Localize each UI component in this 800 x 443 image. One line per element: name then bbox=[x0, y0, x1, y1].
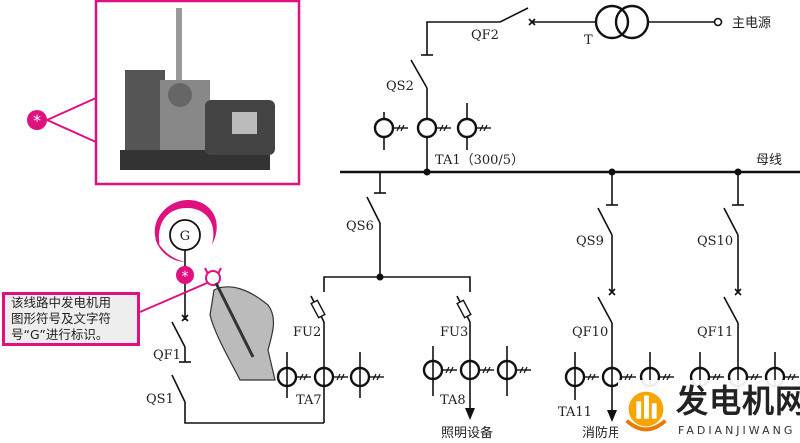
generator-label: G bbox=[180, 229, 190, 244]
qs2-label: QS2 bbox=[386, 79, 414, 94]
qs9-switch bbox=[597, 207, 613, 236]
t-label: T bbox=[584, 33, 593, 48]
current-transformer-symbol bbox=[459, 359, 494, 381]
qf11-label: QF11 bbox=[697, 325, 733, 340]
qs10-switch bbox=[723, 207, 739, 236]
qf10-breaker bbox=[597, 296, 613, 324]
annotation-callout: 该线路中发电机用 图形符号及文字符 号“G”进行标识。 bbox=[2, 292, 140, 346]
current-transformer-symbol bbox=[564, 366, 599, 388]
main-power-label: 主电源 bbox=[732, 16, 771, 31]
lighting-label: 照明设备 bbox=[441, 425, 493, 441]
bus-label: 母线 bbox=[756, 153, 782, 168]
photo-pointer bbox=[46, 97, 97, 121]
qf1-label: QF1 bbox=[153, 348, 181, 363]
qf2-breaker bbox=[499, 7, 529, 23]
current-transformer-symbol bbox=[496, 359, 531, 381]
qs1-switch bbox=[171, 374, 186, 403]
fu2-fuse bbox=[310, 299, 326, 319]
qf2-label: QF2 bbox=[471, 28, 499, 43]
fu2-label: FU2 bbox=[293, 325, 321, 340]
asterisk-marker-line: * bbox=[176, 266, 194, 285]
svg-text:*: * bbox=[33, 111, 41, 130]
watermark-title: 发电机网 bbox=[676, 382, 800, 420]
callout-line: 号“G”进行标识。 bbox=[11, 327, 109, 342]
qf10-label: QF10 bbox=[572, 325, 608, 340]
terminal-icon bbox=[713, 17, 723, 27]
callout-line: 该线路中发电机用 bbox=[11, 295, 112, 310]
qs9-label: QS9 bbox=[576, 234, 604, 249]
arrow-down-icon bbox=[465, 408, 475, 420]
qs6-switch bbox=[366, 196, 381, 224]
hand-with-pen-illustration bbox=[209, 282, 276, 381]
svg-text:*: * bbox=[182, 269, 189, 285]
qs1-label: QS1 bbox=[146, 392, 174, 407]
watermark-subtitle: FADIANJIWANG bbox=[678, 424, 796, 437]
watermark: 发电机网 FADIANJIWANG bbox=[618, 380, 800, 443]
photo-pointer bbox=[46, 119, 97, 143]
ta1-label: TA1（300/5） bbox=[435, 153, 524, 168]
pink-ct-mark bbox=[204, 267, 222, 286]
qf11-breaker bbox=[723, 296, 739, 324]
current-transformer-symbol bbox=[276, 366, 311, 388]
callout-pointer bbox=[139, 282, 208, 313]
qs10-label: QS10 bbox=[697, 234, 733, 249]
callout-line: 图形符号及文字符 bbox=[11, 311, 112, 326]
current-transformer-symbol bbox=[416, 117, 451, 139]
ta8-label: TA8 bbox=[440, 393, 466, 408]
qs2-switch bbox=[410, 59, 428, 89]
fire-label: 消防用 bbox=[582, 425, 621, 441]
feeder-line bbox=[426, 21, 500, 55]
qf1-breaker bbox=[171, 321, 186, 348]
generator-symbol: G bbox=[154, 200, 217, 262]
transformer-symbol bbox=[594, 4, 650, 40]
current-transformer-symbol bbox=[349, 366, 384, 388]
fu3-fuse bbox=[456, 299, 472, 319]
current-transformer-symbol bbox=[422, 359, 457, 381]
qs6-label: QS6 bbox=[346, 219, 374, 234]
ta7-label: TA7 bbox=[296, 393, 322, 408]
current-transformer-symbol bbox=[456, 117, 491, 139]
current-transformer-symbol bbox=[313, 366, 348, 388]
ta11-label: TA11 bbox=[558, 405, 592, 420]
fu3-label: FU3 bbox=[440, 325, 468, 340]
watermark-logo-icon bbox=[625, 391, 667, 432]
generator-photo bbox=[94, 0, 301, 186]
current-transformer-symbol bbox=[373, 117, 408, 139]
asterisk-marker-photo: * bbox=[27, 110, 47, 130]
